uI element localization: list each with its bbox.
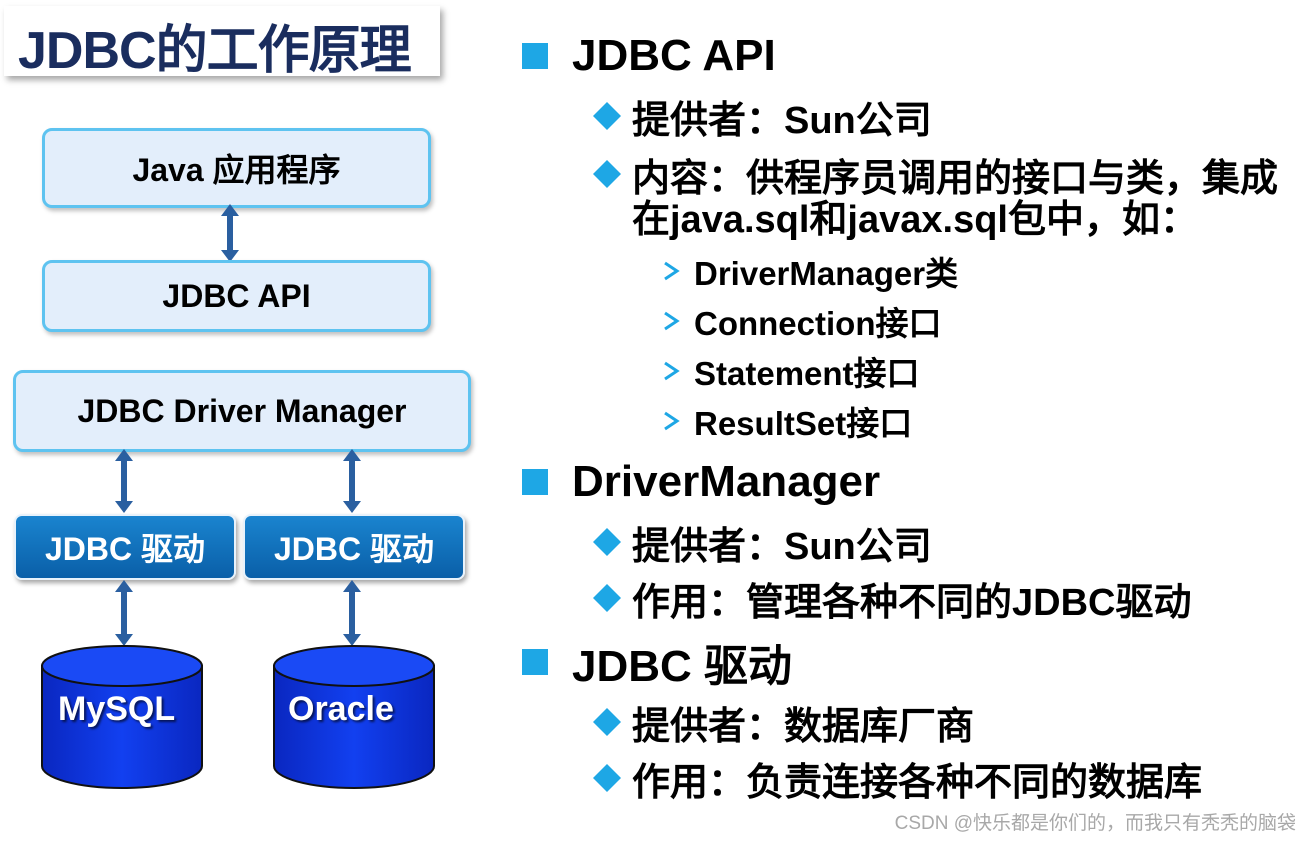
oracle-label: Oracle (288, 690, 394, 728)
heading-jdbc-api: JDBC API (522, 28, 776, 84)
double-arrow-icon (115, 580, 133, 646)
jdbc-api-box: JDBC API (42, 260, 431, 332)
chevron-right-icon (664, 361, 680, 381)
api-provider-item: 提供者：Sun公司 (592, 92, 932, 142)
api-sub-item: Statement接口 (662, 350, 920, 392)
manager-role-item: 作用：管理各种不同的JDBC驱动 (592, 574, 1191, 624)
api-sub-item: Connection接口 (662, 300, 941, 342)
api-sub-item: DriverManager类 (662, 250, 958, 292)
diamond-bullet-icon (593, 764, 621, 792)
manager-provider-item: 提供者：Sun公司 (592, 518, 932, 568)
diamond-bullet-icon (593, 584, 621, 612)
driver-role-item: 作用：负责连接各种不同的数据库 (592, 754, 1202, 804)
jdbc-driver-label-right: JDBC 驱动 (273, 531, 435, 567)
jdbc-api-label: JDBC API (162, 277, 311, 314)
double-arrow-icon (343, 580, 361, 646)
diamond-bullet-icon (593, 528, 621, 556)
driver-provider-item: 提供者：数据库厂商 (592, 698, 974, 748)
jdbc-driver-box-right: JDBC 驱动 (243, 514, 465, 580)
title-box: JDBC的工作原理 (4, 6, 440, 80)
java-app-label: Java 应用程序 (132, 152, 341, 188)
java-app-box: Java 应用程序 (42, 128, 431, 208)
api-content-continuation: 在java.sql和javax.sql包中，如： (632, 199, 1198, 241)
double-arrow-icon (221, 204, 239, 262)
chevron-right-icon (664, 411, 680, 431)
diamond-bullet-icon (593, 708, 621, 736)
double-arrow-icon (343, 449, 361, 513)
api-sub-item: ResultSet接口 (662, 400, 912, 442)
heading-jdbc-driver: JDBC 驱动 (522, 634, 792, 691)
mysql-label: MySQL (58, 690, 176, 728)
oracle-database-icon (273, 645, 435, 789)
page-title: JDBC的工作原理 (18, 22, 412, 80)
api-content-item: 内容：供程序员调用的接口与类，集成 (592, 150, 1278, 200)
mysql-database-icon (41, 645, 203, 789)
watermark: CSDN @快乐都是你们的，而我只有秃秃的脑袋 (894, 813, 1296, 834)
square-bullet-icon (522, 43, 548, 69)
driver-manager-box: JDBC Driver Manager (13, 370, 471, 452)
chevron-right-icon (664, 261, 680, 281)
jdbc-driver-label-left: JDBC 驱动 (44, 531, 206, 567)
chevron-right-icon (664, 311, 680, 331)
driver-manager-label: JDBC Driver Manager (77, 392, 407, 429)
diamond-bullet-icon (593, 102, 621, 130)
diamond-bullet-icon (593, 160, 621, 188)
heading-driver-manager: DriverManager (522, 454, 880, 510)
double-arrow-icon (115, 449, 133, 513)
jdbc-driver-box-left: JDBC 驱动 (14, 514, 236, 580)
square-bullet-icon (522, 649, 548, 675)
square-bullet-icon (522, 469, 548, 495)
